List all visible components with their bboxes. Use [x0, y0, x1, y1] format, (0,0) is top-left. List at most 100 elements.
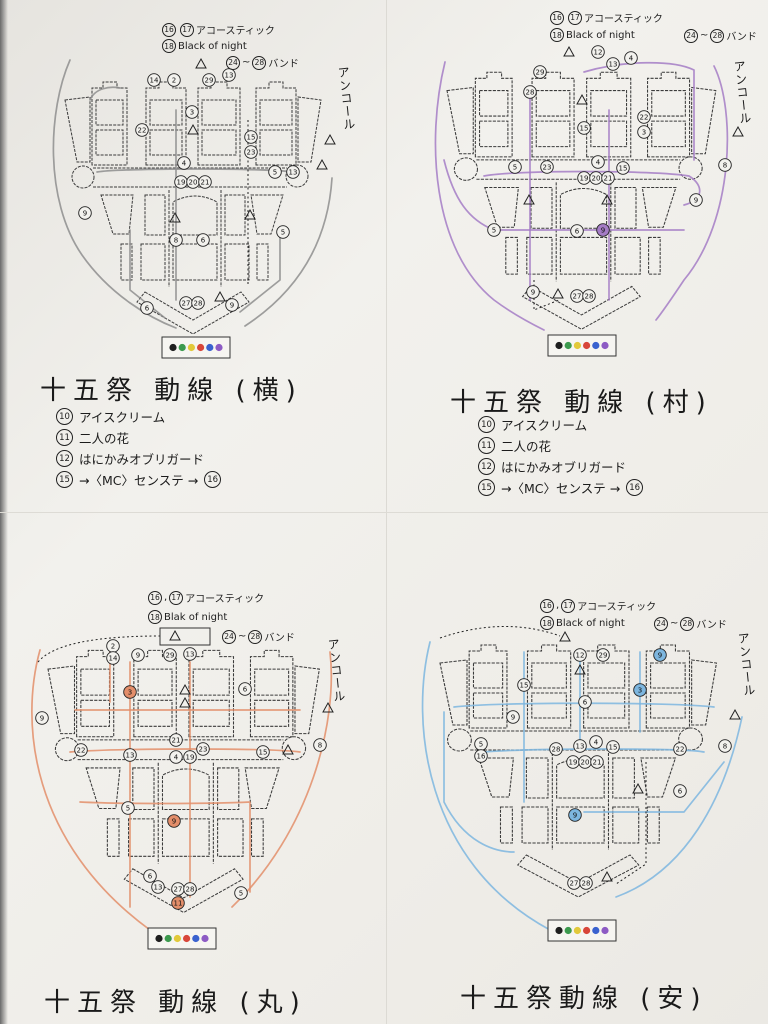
dotted-route-line — [439, 626, 561, 639]
map-marker: 4 — [591, 155, 605, 169]
song-title: アイスクリーム — [79, 410, 166, 425]
seat-block — [259, 99, 293, 126]
walkway-end — [453, 157, 478, 181]
map-marker: 15 — [606, 740, 620, 754]
map-marker: 13 — [123, 748, 137, 762]
map-marker: 5 — [474, 737, 488, 751]
triangle-marker — [552, 287, 564, 299]
song-number: 17 — [568, 10, 582, 25]
color-dot — [592, 341, 600, 350]
marker-number: 15 — [580, 125, 589, 133]
map-marker: 28 — [549, 742, 563, 756]
song-number: 10 — [56, 408, 73, 425]
marker-circle — [225, 298, 239, 312]
header-text: Blak of night — [164, 611, 228, 623]
seat-block — [531, 692, 567, 719]
walkway-end — [285, 164, 309, 188]
seat-block — [80, 699, 111, 727]
marker-circle — [573, 648, 587, 662]
seat-block — [505, 236, 518, 275]
triangle-marker — [282, 743, 294, 755]
seat-block — [95, 129, 124, 156]
seat-block — [525, 757, 549, 799]
header-text: アコースティック — [577, 602, 657, 613]
map-marker: 5 — [121, 801, 135, 815]
route-line — [583, 761, 725, 813]
legend-item: 10 アイスクリーム — [56, 406, 221, 427]
seat-block — [128, 818, 155, 857]
member-color-box — [547, 919, 617, 942]
marker-circle — [637, 125, 651, 139]
map-marker: 9 — [689, 193, 703, 207]
color-box-frame — [547, 334, 617, 357]
marker-circle — [202, 73, 216, 87]
seat-block — [172, 243, 218, 281]
seat-block — [172, 195, 218, 236]
marker-number: 9 — [511, 714, 515, 722]
marker-circle — [123, 685, 137, 699]
marker-circle — [35, 711, 49, 725]
fold-line-horizontal — [0, 512, 768, 513]
seat-block — [474, 71, 513, 158]
map-marker: 28 — [523, 85, 537, 99]
panel-title: 十五祭 動線 (丸) — [44, 988, 307, 1018]
color-box-frame — [161, 336, 231, 359]
marker-circle — [523, 85, 537, 99]
map-marker: 28 — [191, 296, 205, 310]
seat-block — [217, 818, 244, 857]
marker-number: 6 — [583, 699, 588, 707]
song-number: 28 — [680, 616, 695, 631]
marker-number: 9 — [601, 227, 605, 235]
header-acoustic: 16 17 アコースティック — [550, 10, 663, 25]
seat-block — [249, 649, 294, 738]
marker-number: 14 — [150, 77, 159, 85]
map-marker: 9 — [526, 285, 540, 299]
marker-circle — [167, 73, 181, 87]
triangle-marker — [187, 123, 199, 135]
marker-number: 29 — [599, 652, 608, 660]
color-dot — [564, 926, 572, 935]
member-color-box — [147, 927, 217, 950]
seat-block — [132, 767, 155, 811]
color-dot — [183, 934, 191, 943]
marker-number: 29 — [166, 652, 175, 660]
seat-block — [201, 129, 237, 156]
separator: , — [164, 592, 168, 603]
header-acoustic: 16 17 アコースティック — [162, 22, 275, 37]
seat-block — [499, 806, 513, 844]
triangle-marker — [169, 629, 181, 641]
seat-block — [149, 99, 183, 126]
color-dot — [197, 343, 205, 352]
map-marker: 9 — [568, 808, 582, 822]
map-marker: 14 — [106, 651, 120, 665]
song-legend: 10 アイスクリーム 11 二人の花 12 はにかみオブリガード 15 →〈MC… — [478, 414, 644, 498]
marker-number: 15 — [259, 749, 268, 757]
marker-circle — [591, 45, 605, 59]
song-number: 18 — [148, 610, 162, 624]
map-marker: 8 — [718, 158, 732, 172]
marker-circle — [198, 175, 212, 189]
seat-block — [95, 99, 124, 126]
color-dot — [155, 934, 163, 943]
marker-number: 8 — [723, 162, 727, 170]
route-line — [31, 649, 151, 931]
marker-circle — [673, 742, 687, 756]
seat-block — [526, 236, 553, 275]
marker-number: 6 — [148, 873, 153, 881]
marker-number: 28 — [526, 89, 535, 97]
map-marker: 9 — [35, 711, 49, 725]
song-number: 17 — [561, 598, 576, 613]
marker-circle — [673, 784, 687, 798]
route-line — [69, 748, 301, 753]
marker-circle — [244, 130, 258, 144]
marker-circle — [121, 801, 135, 815]
header-band: 24 ~ 28 バンド — [654, 616, 727, 631]
seat-block — [484, 186, 519, 228]
walkway-end — [447, 728, 472, 752]
center-stage — [123, 868, 244, 914]
color-dot — [592, 926, 600, 935]
triangle-marker — [729, 708, 741, 720]
dotted-route-line — [615, 762, 647, 885]
marker-number: 22 — [138, 127, 147, 135]
marker-circle — [689, 193, 703, 207]
